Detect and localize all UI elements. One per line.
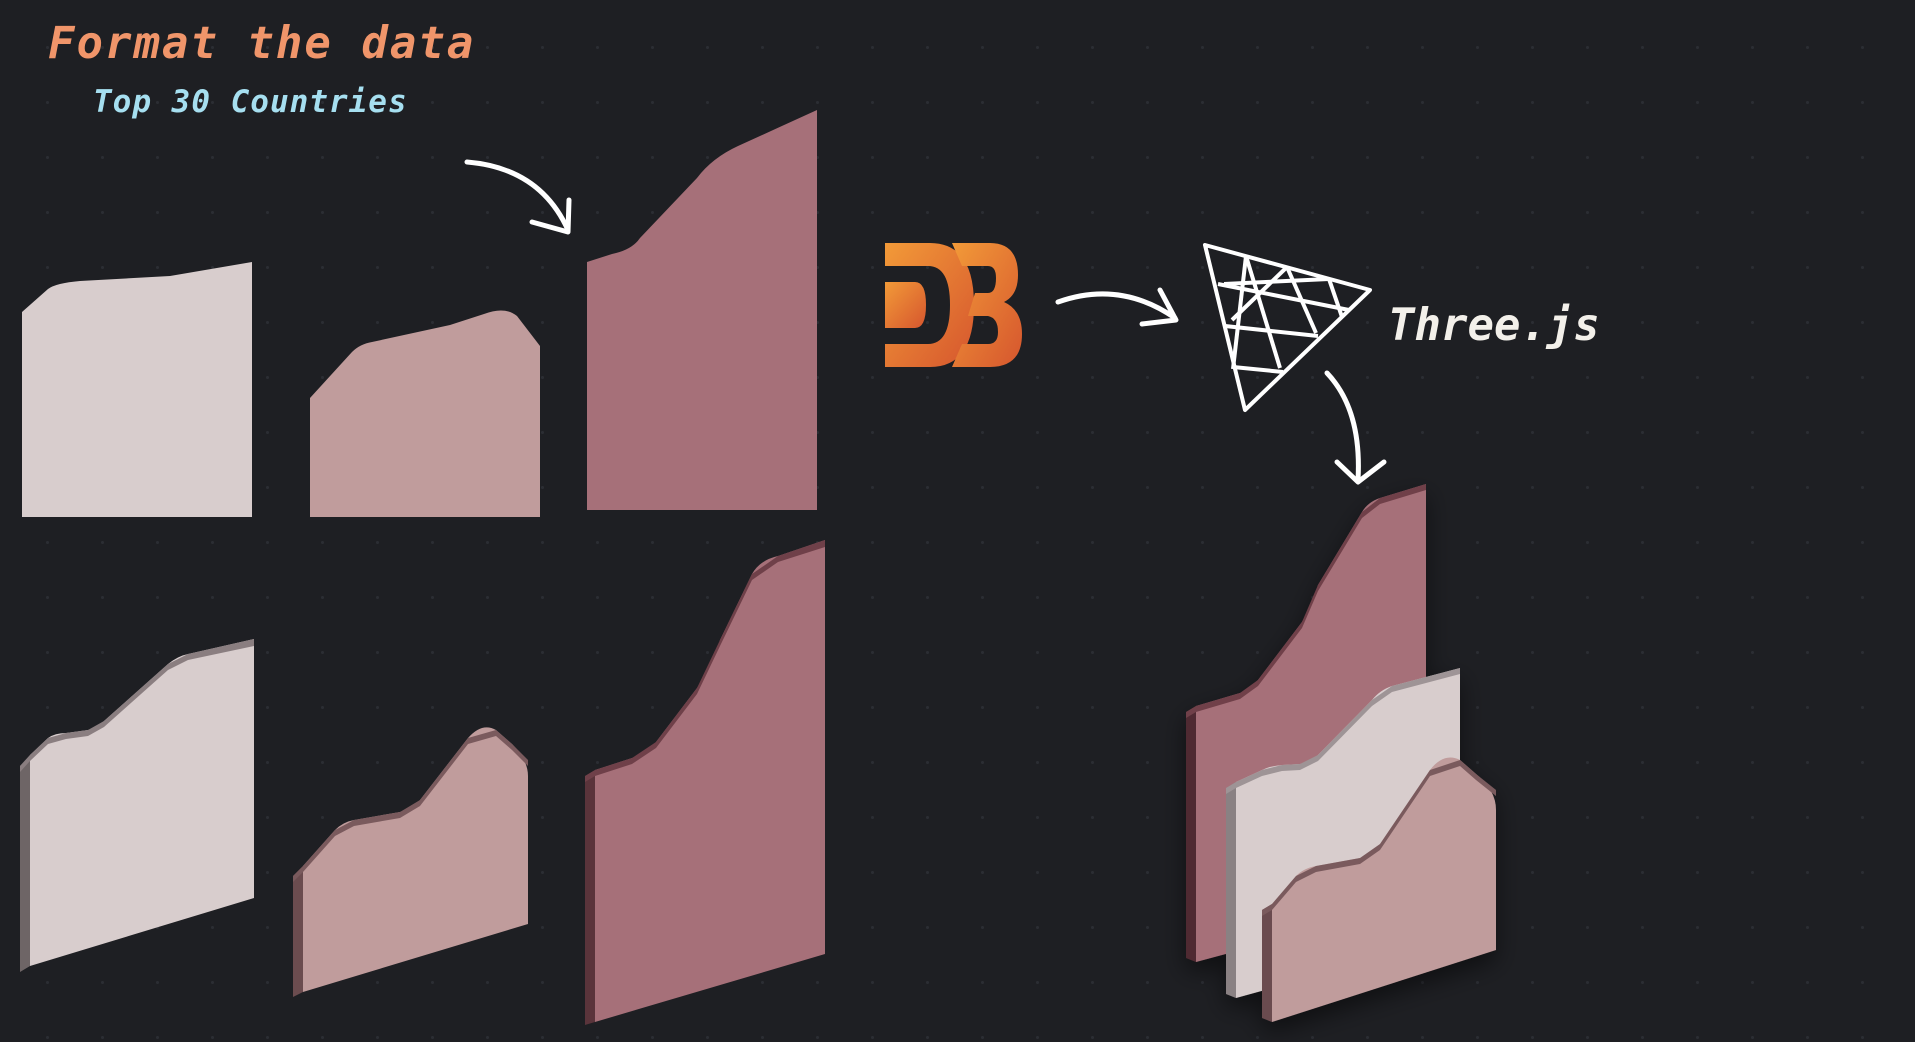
extruded-area-shape-mid: [293, 727, 528, 997]
extruded-area-shape-light: [20, 639, 254, 972]
title: Format the data: [48, 18, 476, 69]
subtitle: Top 30 Countries: [93, 84, 408, 120]
threejs-label: Three.js: [1388, 300, 1600, 351]
d3-logo-icon: [885, 243, 1022, 367]
threejs-logo-icon: [1203, 243, 1372, 412]
flat-area-shape-light: [22, 262, 252, 517]
stacked-3d-shapes: [1186, 484, 1496, 1022]
curved-arrow-icon: [1055, 287, 1179, 327]
flat-area-shape-dark: [587, 110, 817, 510]
extruded-area-shape-dark: [585, 540, 825, 1025]
curved-arrow-icon: [1324, 370, 1387, 485]
curved-arrow-icon: [464, 159, 572, 235]
flat-area-shape-mid: [310, 310, 540, 517]
stacked-shape-mid: [1262, 757, 1496, 1022]
